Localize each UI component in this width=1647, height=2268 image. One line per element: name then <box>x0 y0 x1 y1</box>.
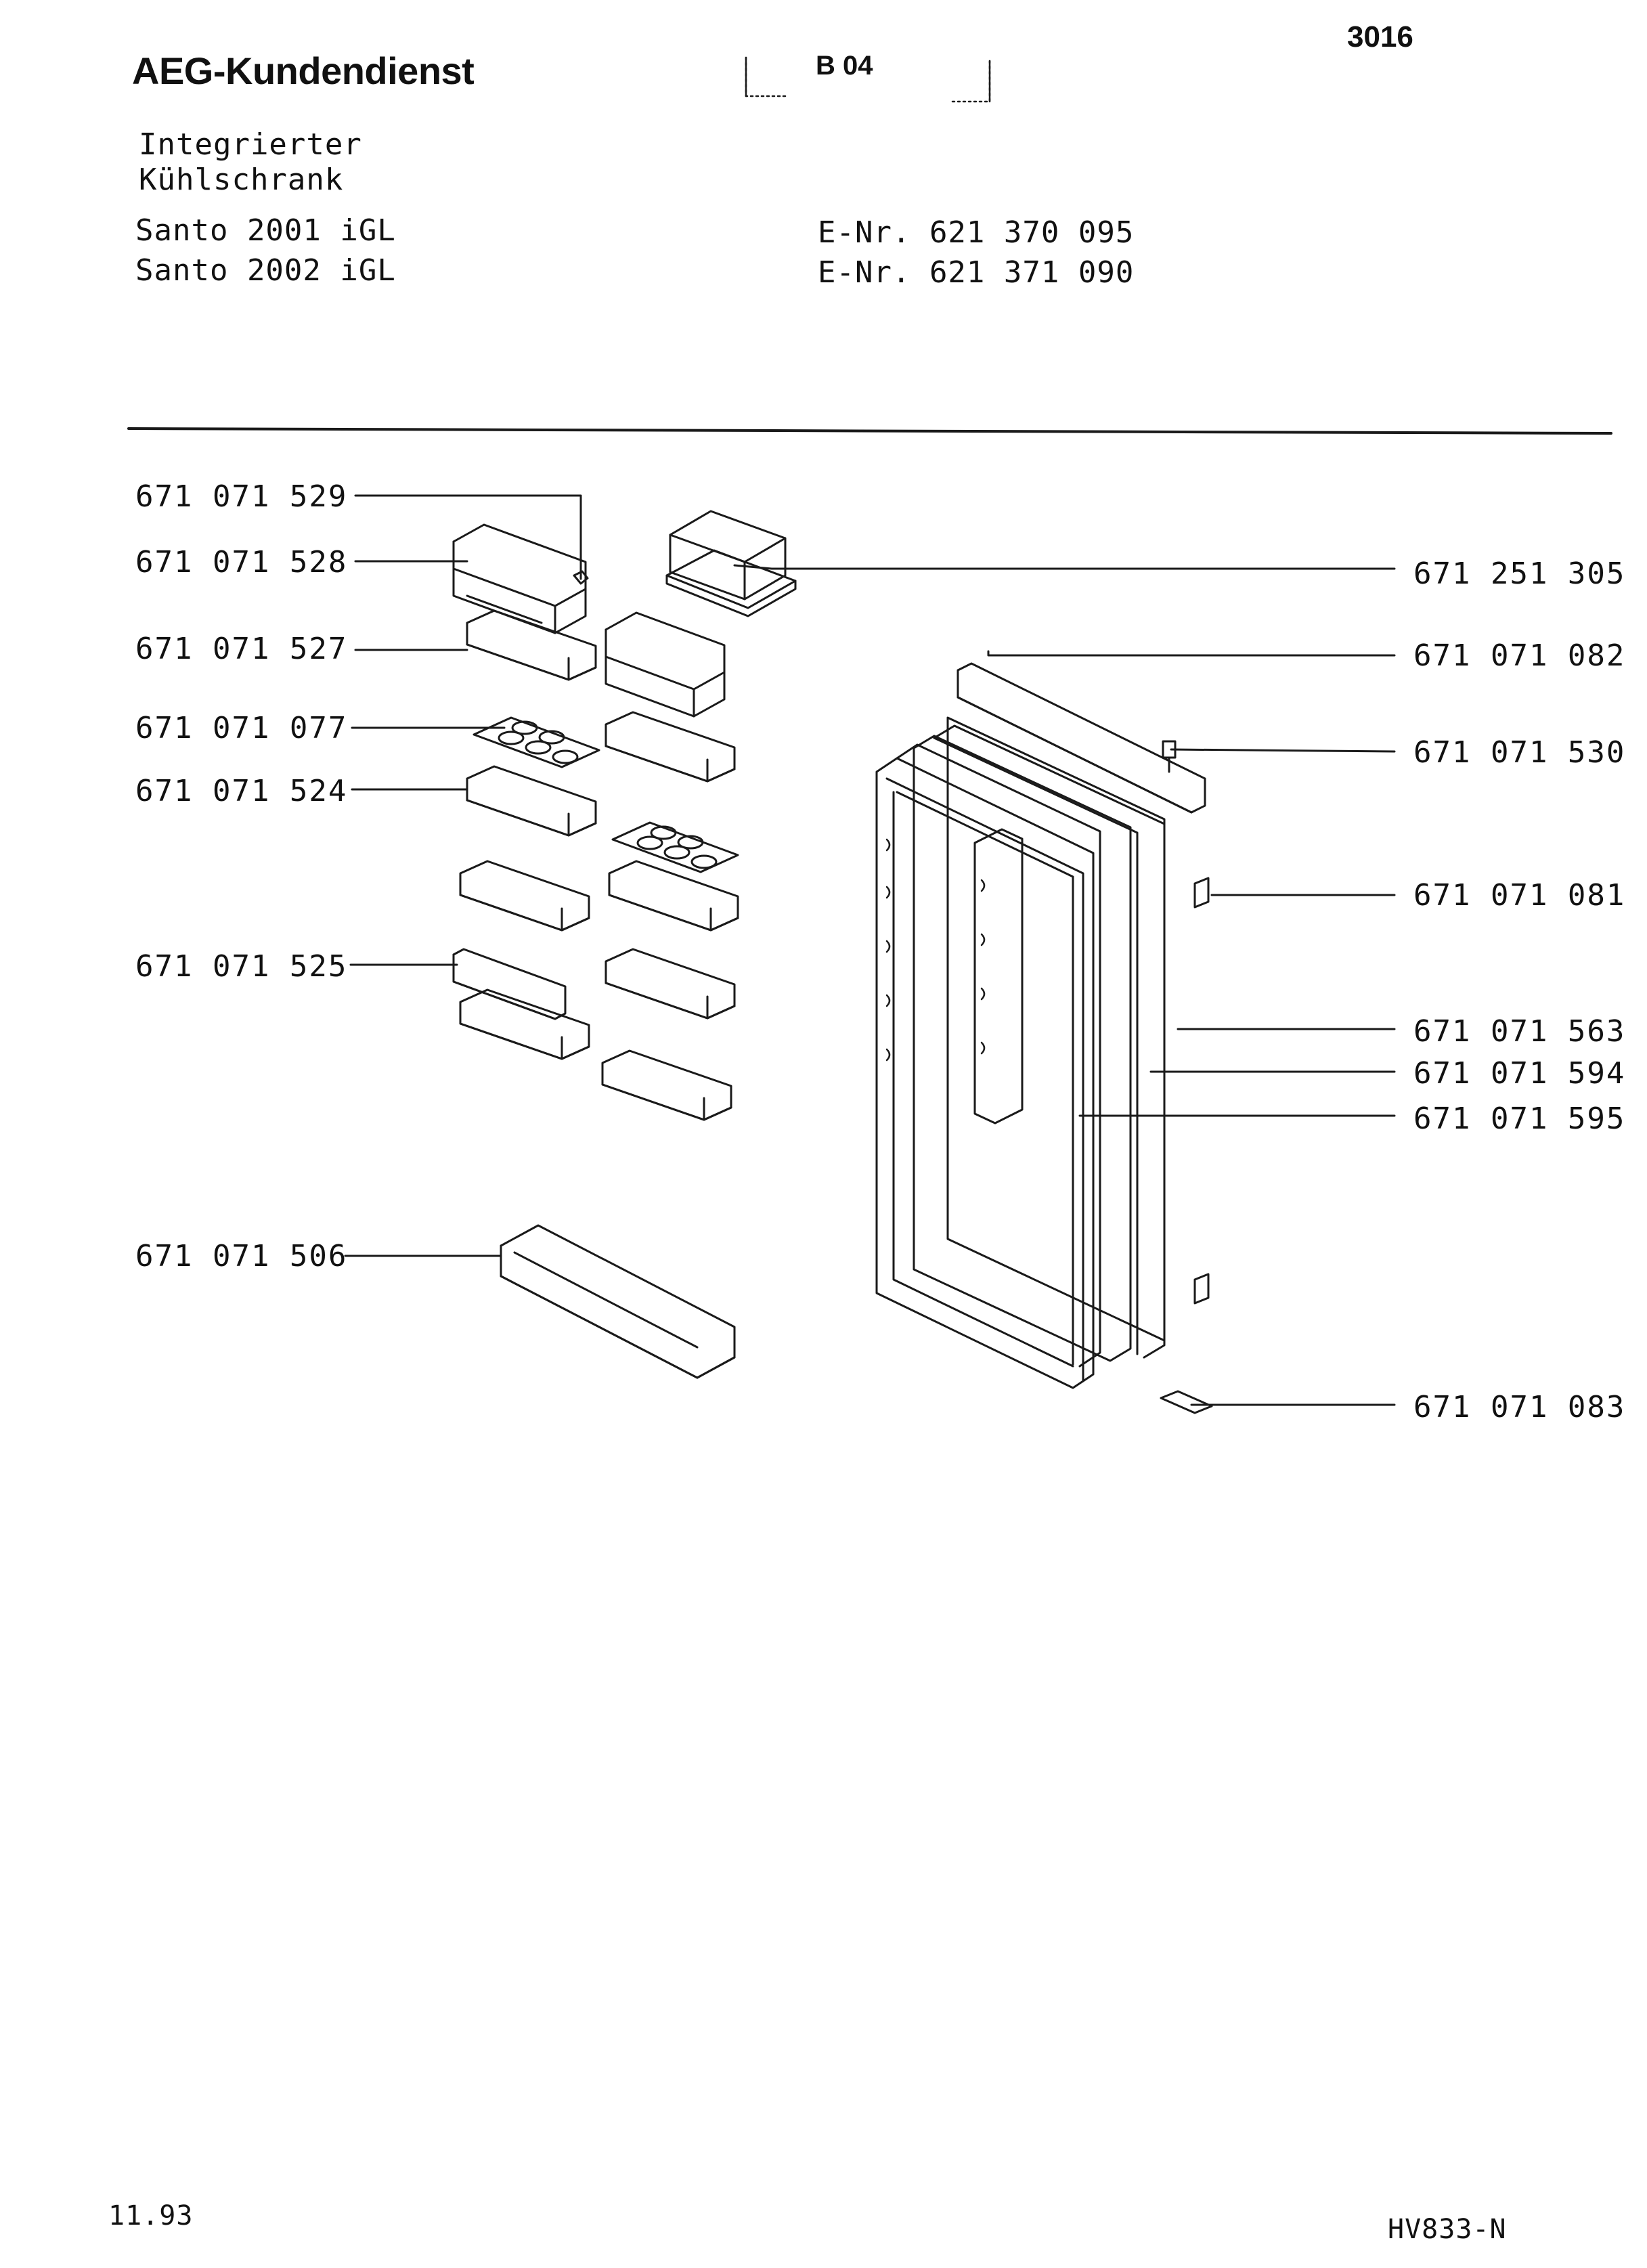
part-number-label: 671 071 527 <box>135 632 348 666</box>
tray-part-drawing <box>606 712 734 781</box>
clip-part-drawing <box>574 571 588 584</box>
egg-tray-part-drawing <box>474 718 599 767</box>
butter-dish-part-drawing <box>667 511 795 616</box>
leader-lines-right <box>734 565 1395 1405</box>
door-bin-part-drawing <box>606 949 734 1018</box>
door-liner-drawing <box>897 736 1137 1366</box>
part-number-label: 671 071 595 <box>1413 1102 1626 1136</box>
print-date: 11.93 <box>108 2200 194 2231</box>
shelf-rest-marks <box>887 839 984 1060</box>
section-code: B 04 <box>816 51 873 81</box>
brand-title: AEG-Kundendienst <box>132 49 475 92</box>
door-bin-part-drawing <box>467 766 596 835</box>
part-number-label: 671 071 563 <box>1413 1014 1626 1049</box>
part-number-label: 671 251 305 <box>1413 557 1626 591</box>
door-bin-part-drawing <box>460 861 589 930</box>
part-number-label: 671 071 530 <box>1413 735 1626 770</box>
egg-tray-part-drawing <box>613 823 738 872</box>
section-bracket-marks <box>746 58 990 102</box>
part-number-label: 671 071 077 <box>135 711 348 745</box>
product-type-line1: Integrierter <box>139 127 362 162</box>
lid-part-drawing <box>454 525 586 633</box>
bottom-bracket-drawing <box>1161 1391 1212 1413</box>
part-number-label: 671 071 594 <box>1413 1056 1626 1091</box>
part-number-label: 671 071 525 <box>135 949 348 984</box>
page-number: 3016 <box>1347 20 1413 53</box>
part-number-label: 671 071 524 <box>135 774 348 808</box>
part-number-label: 671 071 506 <box>135 1239 348 1273</box>
model-name: Santo 2001 iGL <box>135 213 396 248</box>
catch-part-drawing <box>1195 1274 1208 1303</box>
header-rule <box>129 429 1611 433</box>
door-gasket-drawing <box>934 718 1164 1357</box>
divider-part-drawing <box>454 949 565 1019</box>
door-panel-drawing <box>877 758 1093 1388</box>
door-bin-part-drawing <box>460 990 589 1059</box>
tray-part-drawing <box>467 611 596 680</box>
leader-lines-left <box>345 496 581 1256</box>
model-enr: E-Nr. 621 371 090 <box>818 255 1135 290</box>
product-type-line2: Kühlschrank <box>139 162 344 197</box>
lid-part-drawing <box>606 613 724 716</box>
part-number-label: 671 071 081 <box>1413 878 1626 913</box>
hinge-bracket-drawing <box>958 663 1205 812</box>
door-bin-part-drawing <box>602 1051 731 1120</box>
part-number-label: 671 071 082 <box>1413 638 1626 673</box>
screw-part-drawing <box>1163 741 1175 772</box>
catch-part-drawing <box>1195 878 1208 907</box>
document-code: HV833-N <box>1388 2214 1507 2245</box>
part-number-label: 671 071 083 <box>1413 1390 1626 1424</box>
part-number-label: 671 071 529 <box>135 479 348 514</box>
door-bin-part-drawing <box>609 861 738 930</box>
bottle-shelf-part-drawing <box>501 1225 734 1378</box>
model-name: Santo 2002 iGL <box>135 253 396 288</box>
model-enr: E-Nr. 621 370 095 <box>818 215 1135 250</box>
part-number-label: 671 071 528 <box>135 545 348 580</box>
